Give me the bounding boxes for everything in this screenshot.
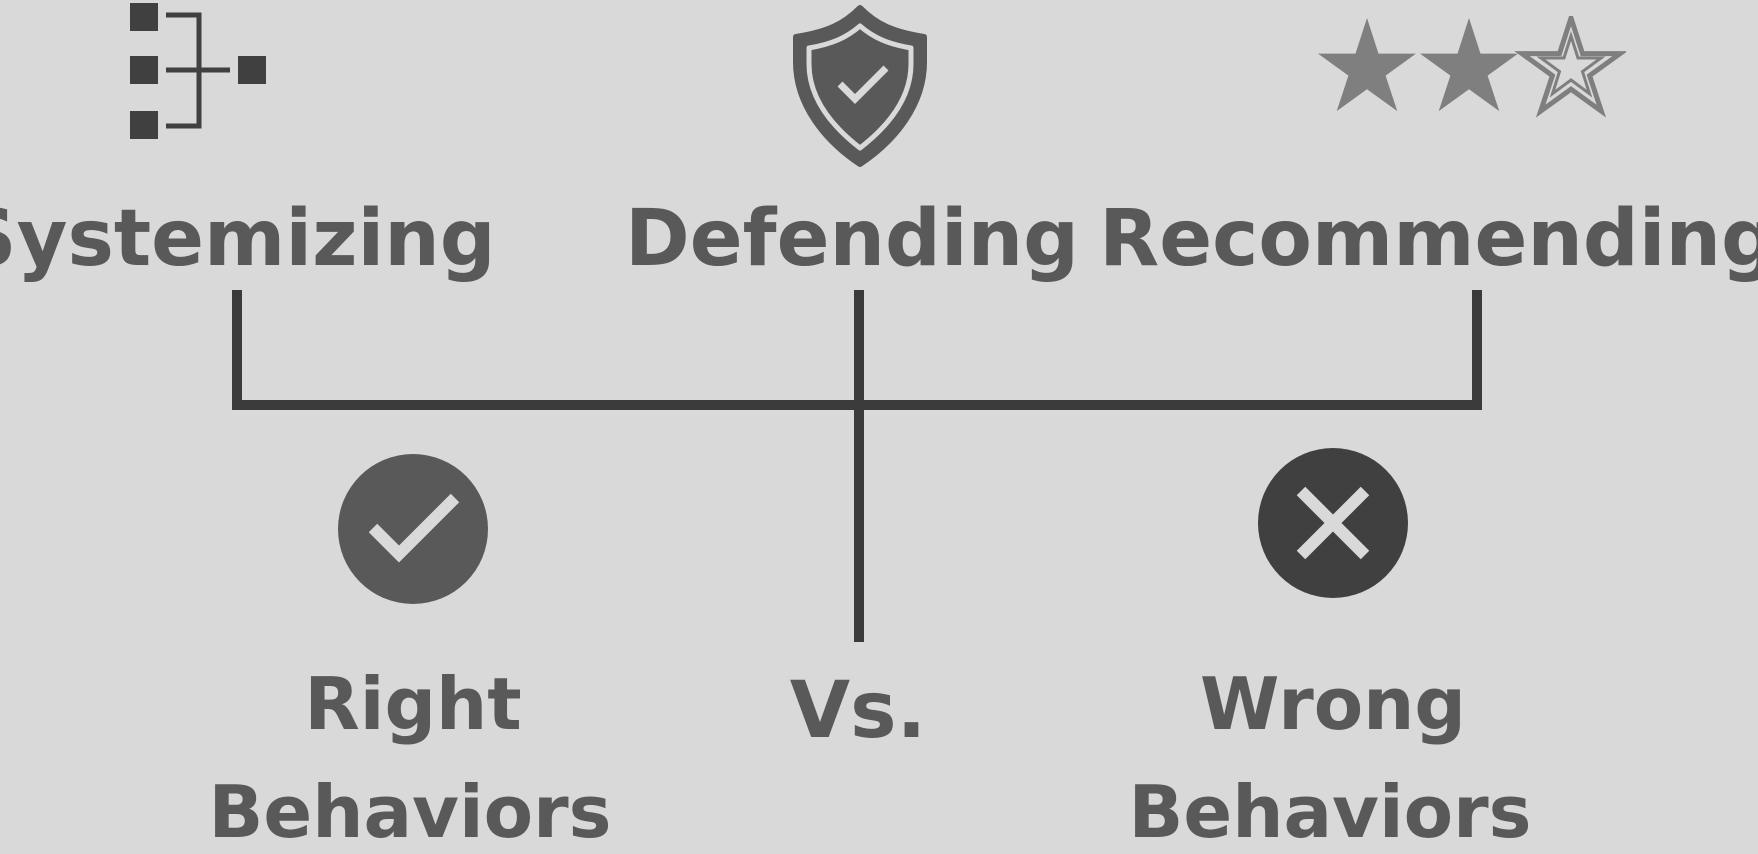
right-behaviors-line1: Right xyxy=(304,662,522,746)
rating-stars-icon xyxy=(1318,16,1626,118)
connector-systemizing xyxy=(232,290,242,410)
right-behaviors-line2: Behaviors xyxy=(208,770,612,854)
connector-horizontal xyxy=(232,400,1482,410)
wrong-behaviors-line1: Wrong xyxy=(1200,662,1466,746)
versus-label: Vs. xyxy=(789,666,927,756)
check-circle-icon xyxy=(338,454,488,604)
defending-label: Defending xyxy=(625,194,1079,284)
hierarchy-icon xyxy=(130,3,266,139)
shield-check-icon xyxy=(793,5,927,167)
systemizing-label: Systemizing xyxy=(0,194,496,284)
x-circle-icon xyxy=(1258,448,1408,598)
recommending-label: Recommending xyxy=(1099,194,1758,284)
connector-recommending xyxy=(1472,290,1482,410)
wrong-behaviors-line2: Behaviors xyxy=(1128,770,1532,854)
connector-defending xyxy=(854,290,864,642)
